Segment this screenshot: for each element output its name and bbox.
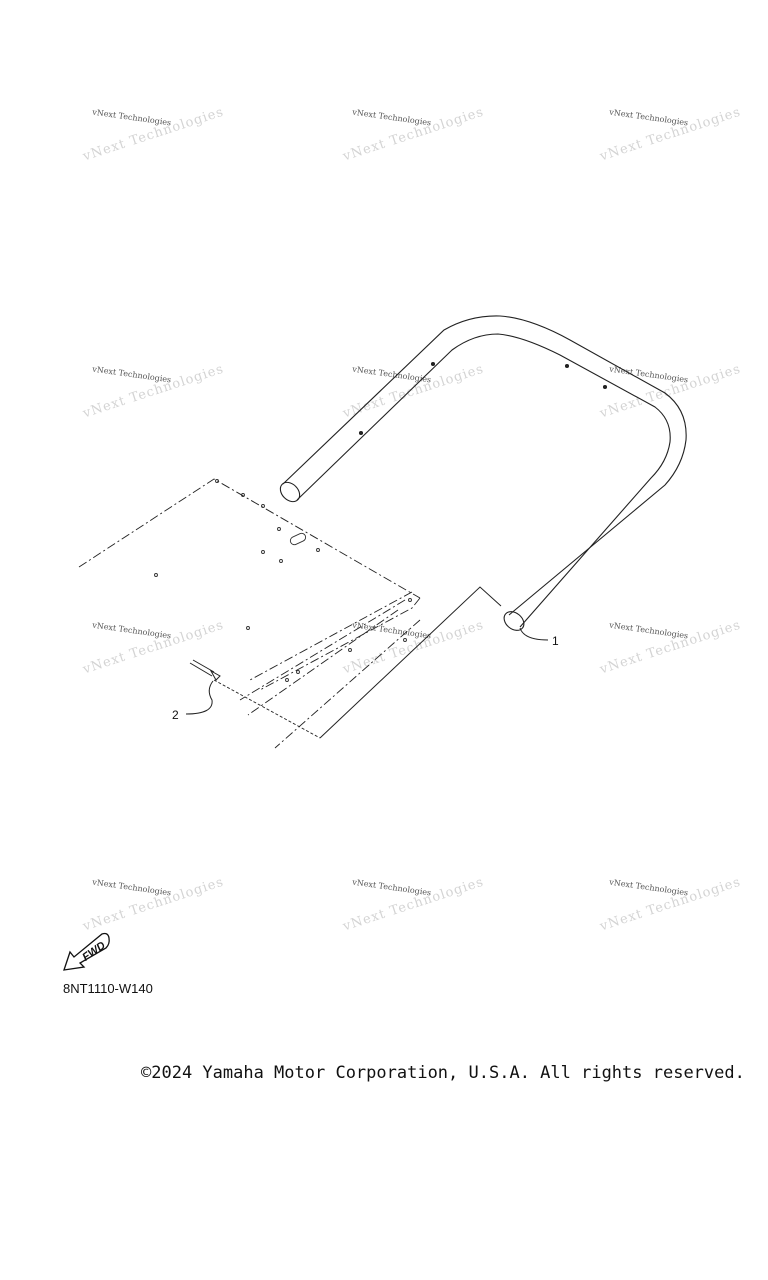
callout-number-1: 1 [552, 634, 559, 648]
group-leader [319, 586, 502, 739]
callout-leader-1 [519, 627, 549, 641]
bolt[interactable] [189, 659, 221, 681]
diagram-code: 8NT1110-W140 [63, 981, 153, 996]
callout-leader-2 [185, 680, 214, 715]
mounting-plate [78, 478, 421, 749]
copyright-notice: ©2024 Yamaha Motor Corporation, U.S.A. A… [141, 1063, 745, 1083]
forward-arrow-icon: FWD [63, 932, 110, 971]
callout-number-2: 2 [172, 708, 179, 722]
roll-bar-tube[interactable] [277, 315, 687, 634]
group-leader [213, 679, 321, 739]
plate-holes [154, 479, 412, 682]
